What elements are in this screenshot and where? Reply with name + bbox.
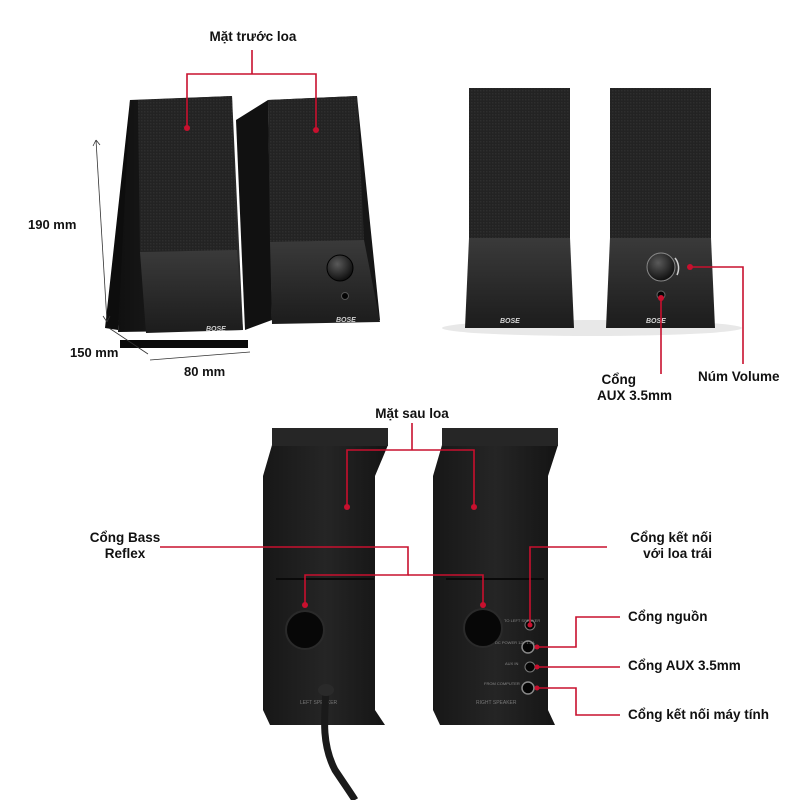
rear-view: LEFT SPEAKER TO LEFT SPEAKER DC POWER 12… bbox=[160, 423, 620, 800]
left-speaker-straight: BOSE bbox=[465, 88, 574, 328]
front-straight-view: BOSE BOSE bbox=[442, 88, 744, 374]
left-speaker-rear: LEFT SPEAKER bbox=[263, 428, 388, 800]
right-speaker-rear: TO LEFT SPEAKER DC POWER 12V 1.5A AUX IN… bbox=[433, 428, 558, 725]
bose-logo-right: BOSE bbox=[336, 317, 356, 324]
rear-face-title: Mặt sau loa bbox=[375, 406, 449, 421]
bose-logo-left: BOSE bbox=[206, 326, 226, 333]
height-dimension: 190 mm bbox=[28, 217, 77, 232]
left-speaker-front: BOSE bbox=[105, 96, 248, 348]
rear-callout-lines bbox=[160, 423, 620, 716]
to-left-speaker-label: TO LEFT SPEAKER bbox=[504, 618, 540, 623]
front-face-title: Mặt trước loa bbox=[209, 29, 297, 44]
power-port-label: Cổng nguồn bbox=[628, 609, 708, 624]
bass-reflex-port-left bbox=[285, 610, 325, 650]
dc-power-label: DC POWER 12V 1.5A bbox=[495, 640, 535, 645]
computer-port-label: Cổng kết nối máy tính bbox=[628, 707, 770, 722]
right-speaker-straight: BOSE bbox=[606, 88, 715, 328]
depth-dimension: 150 mm bbox=[70, 345, 119, 360]
bass-reflex-port-right bbox=[463, 608, 503, 648]
right-speaker-rear-label: RIGHT SPEAKER bbox=[476, 700, 517, 706]
bose-logo-straight-right: BOSE bbox=[646, 318, 666, 325]
dc-power-jack-icon bbox=[521, 640, 535, 654]
aux-in-jack-icon bbox=[524, 661, 536, 673]
dimension-lines bbox=[92, 139, 251, 361]
front-straight-callouts bbox=[660, 266, 744, 374]
bass-reflex-label: Cổng Bass Reflex bbox=[89, 530, 161, 561]
aux-in-label: AUX IN bbox=[505, 661, 518, 666]
volume-knob-icon bbox=[326, 254, 354, 282]
width-dimension: 80 mm bbox=[184, 364, 226, 379]
aux-port-label: Cổng AUX 3.5mm bbox=[628, 658, 741, 673]
from-computer-label: FROM COMPUTER bbox=[484, 681, 520, 686]
right-speaker-front: BOSE bbox=[236, 96, 380, 330]
aux-callout-label: Cổng AUX 3.5mm bbox=[596, 372, 672, 403]
front-callout-lines bbox=[186, 50, 317, 130]
volume-knob-straight-icon bbox=[646, 252, 676, 282]
volume-callout-label: Núm Volume bbox=[698, 369, 780, 384]
left-speaker-connector-label: Cổng kết nối với loa trái bbox=[630, 530, 712, 561]
from-computer-jack-icon bbox=[521, 681, 535, 695]
bose-logo-straight-left: BOSE bbox=[500, 318, 520, 325]
front-perspective-view: BOSE BOSE bbox=[92, 50, 380, 361]
left-speaker-rear-label: LEFT SPEAKER bbox=[300, 700, 338, 706]
aux-jack-icon bbox=[341, 292, 349, 300]
